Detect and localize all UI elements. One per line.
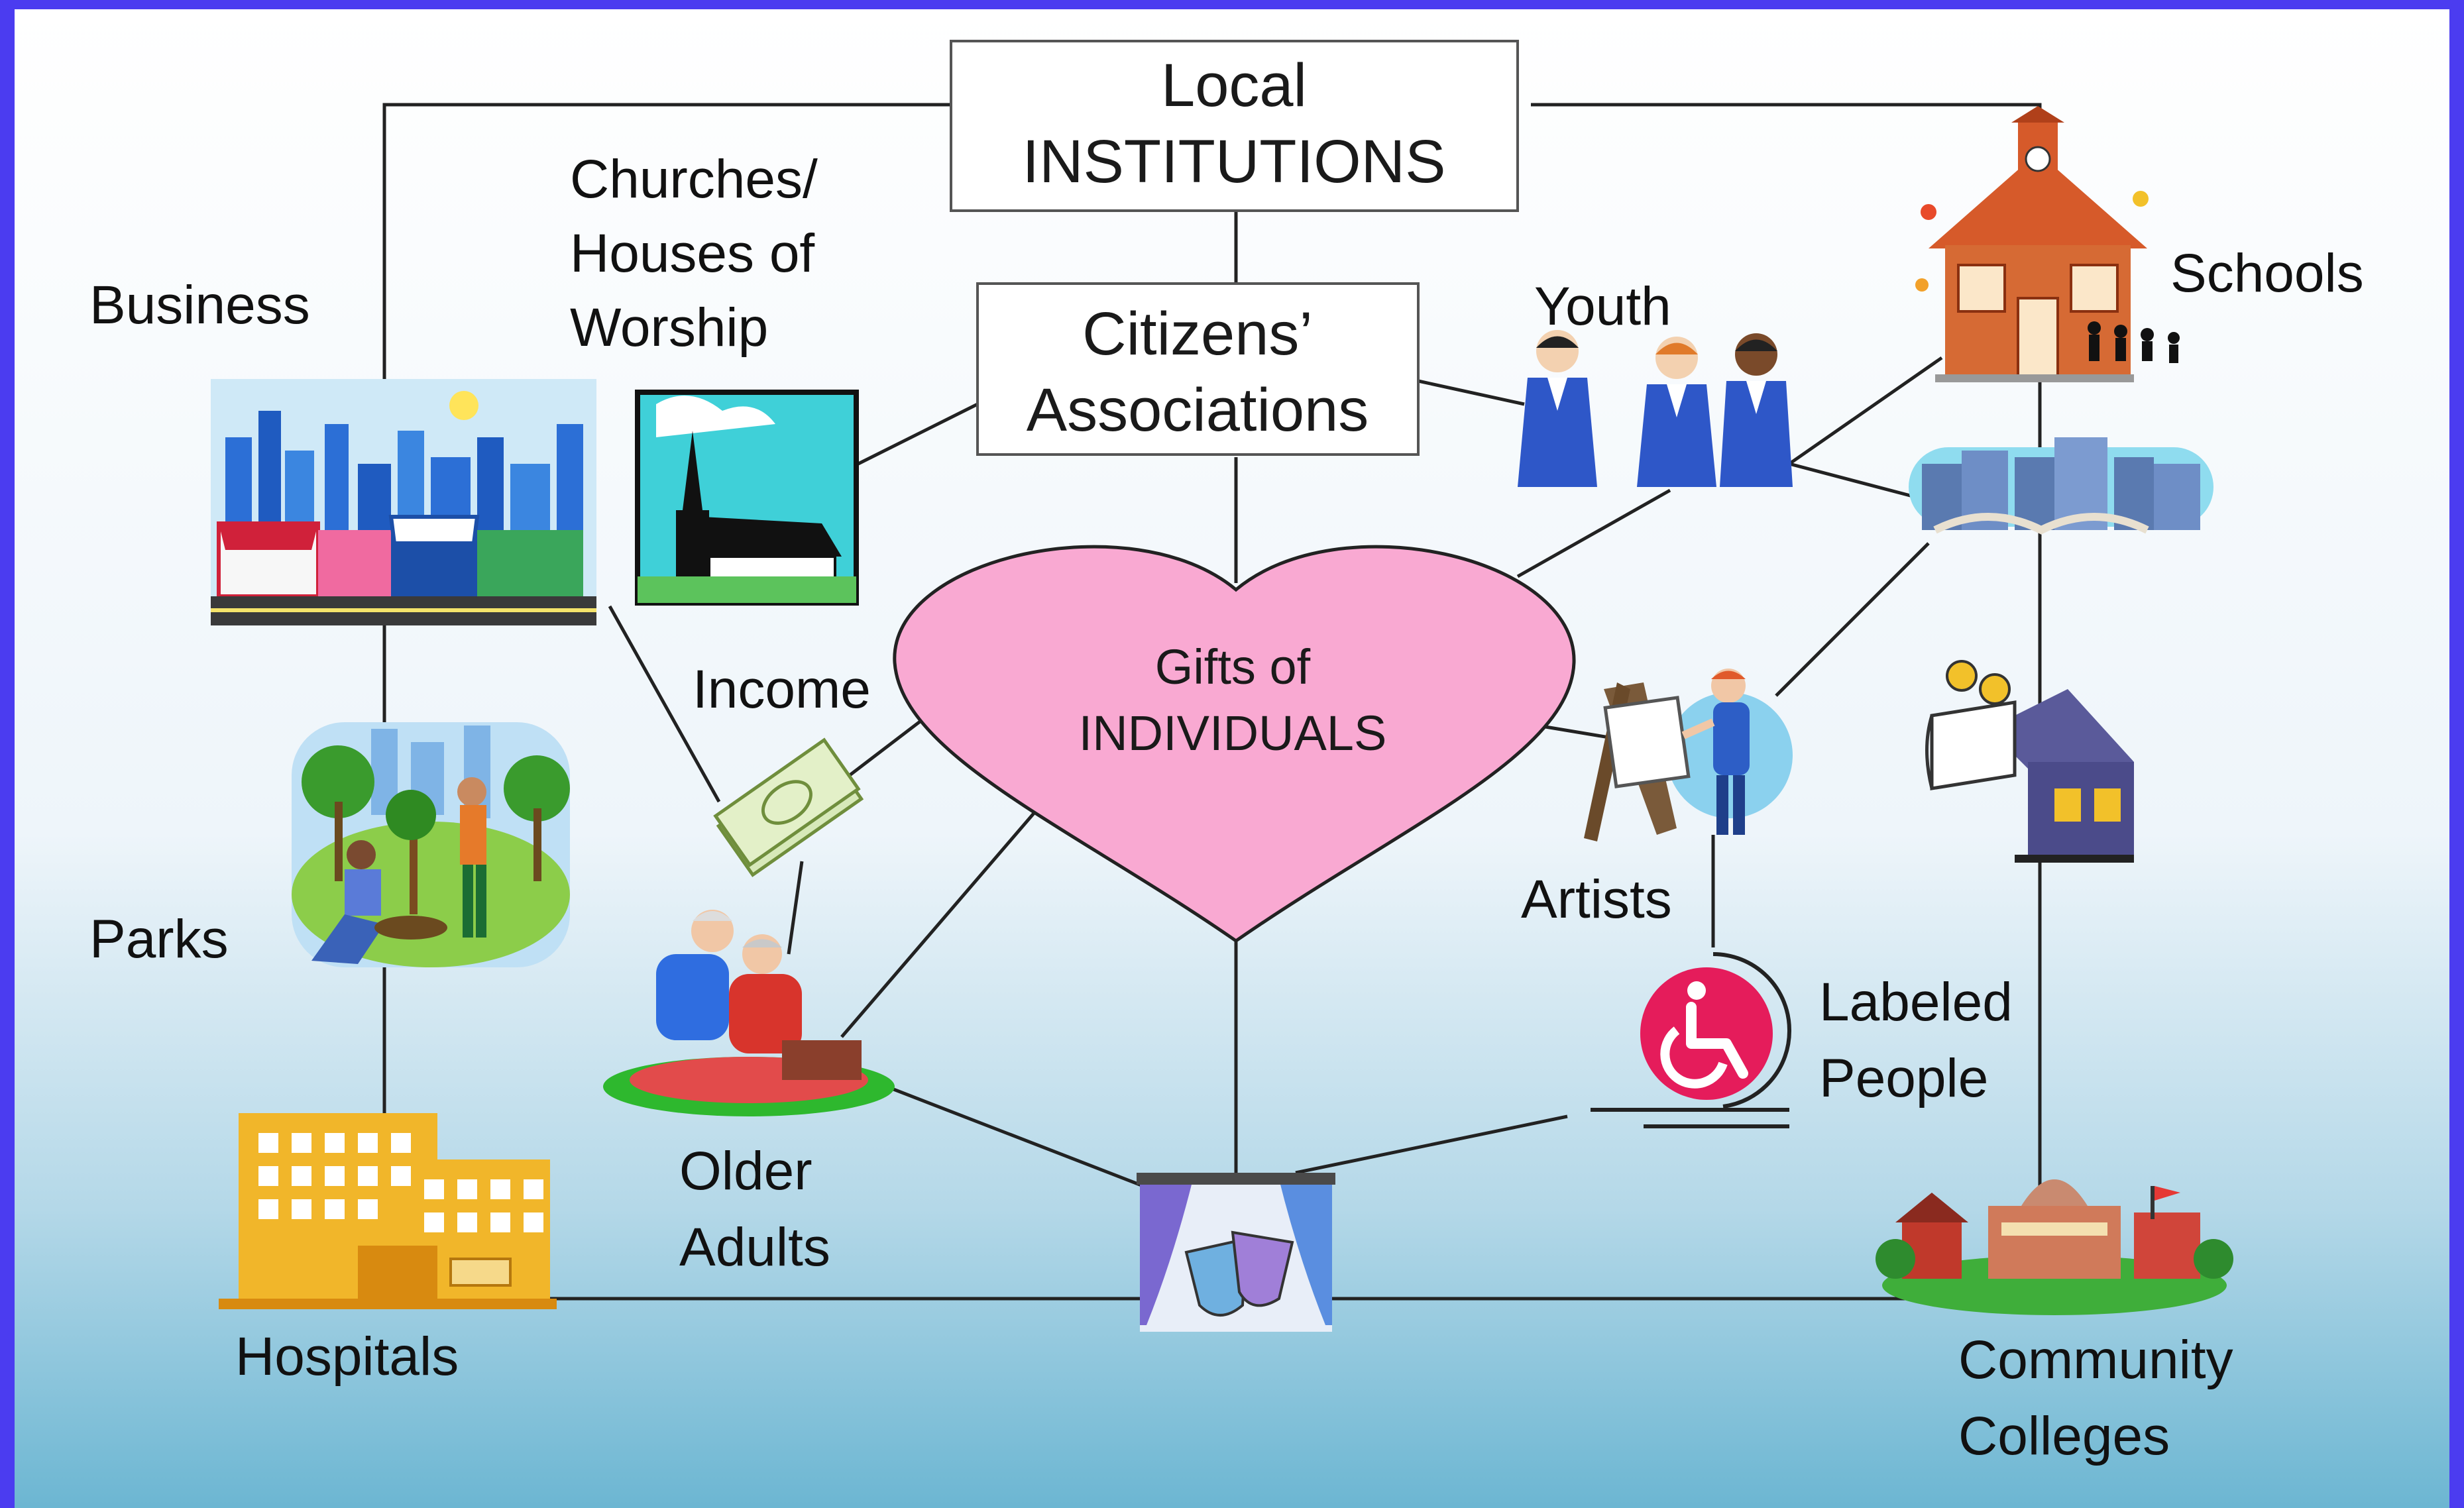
city-skyline-icon: [1909, 437, 2213, 535]
right-frame-line: [1233, 103, 2042, 1301]
park-planting-icon: [292, 722, 570, 967]
heart-line2: INDIVIDUALS: [1079, 706, 1387, 761]
citizens-associations-line2: Associations: [1027, 376, 1369, 444]
hospital-icon: [219, 1113, 557, 1309]
artists-label: Artists: [1521, 869, 1672, 930]
church-icon: [635, 390, 859, 606]
local-institutions-box: Local INSTITUTIONS: [950, 40, 1519, 212]
college-campus-icon: [1876, 1179, 2233, 1315]
youth-label: Youth: [1534, 276, 1671, 337]
labeled-people-label-line1: Labeled: [1819, 972, 2013, 1032]
business-label: Business: [89, 275, 310, 335]
churches-label-line1: Churches/: [570, 149, 818, 209]
churches-label-line3: Worship: [570, 297, 768, 358]
local-institutions-line2: INSTITUTIONS: [1023, 128, 1446, 195]
older-adults-label-line2: Adults: [679, 1217, 830, 1277]
left-frame-line: [382, 103, 1233, 1301]
citizens-associations-line1: Citizens’: [1082, 300, 1313, 368]
youth-to-skyline-line: [1789, 462, 1916, 499]
schools-label: Schools: [2170, 243, 2364, 303]
library-book-icon: [1925, 660, 2134, 863]
older-adults-to-heart-line: [840, 800, 1045, 1038]
labeled-people-label-line2: People: [1819, 1048, 1988, 1108]
churches-label-line2: Houses of: [570, 223, 814, 284]
heart-gifts-of-individuals: Gifts of INDIVIDUALS: [893, 545, 1576, 943]
local-institutions-line1: Local: [1161, 52, 1307, 119]
theater-masks-icon: [1137, 1173, 1335, 1332]
income-label: Income: [693, 659, 871, 720]
wheelchair-icon: [1591, 952, 1792, 1128]
text-labels: Business Churches/ Houses of Worship Par…: [89, 149, 2364, 1466]
associations-to-youth-line: [1418, 379, 1525, 406]
theater-to-wheelchair-line: [1295, 1114, 1568, 1175]
heart-line1: Gifts of: [1155, 639, 1311, 694]
church-to-associations-line: [857, 402, 979, 466]
business-to-income-line: [608, 605, 721, 803]
picnic-couple-icon: [603, 910, 895, 1116]
community-colleges-label-line1: Community: [1958, 1330, 2233, 1390]
citizens-associations-box: Citizens’ Associations: [976, 282, 1420, 456]
schoolhouse-icon: [1915, 106, 2180, 382]
income-to-older-adults-line: [787, 861, 804, 955]
parks-label: Parks: [89, 909, 229, 969]
artist-to-skyline-line: [1775, 542, 1930, 697]
storefront-city-icon: [211, 379, 596, 625]
heart-to-youth-line: [1516, 488, 1671, 578]
community-colleges-label-line2: Colleges: [1958, 1406, 2170, 1466]
painter-easel-icon: [1584, 669, 1793, 841]
connector-lines: [382, 103, 2042, 1301]
older-adults-to-theater-line: [877, 1081, 1144, 1188]
hospitals-label: Hospitals: [235, 1326, 459, 1387]
older-adults-label-line1: Older: [679, 1141, 812, 1201]
heart-to-artist-line: [1537, 724, 1618, 741]
money-stack-icon: [713, 737, 864, 877]
youth-to-schools-line: [1788, 356, 1943, 466]
youth-group-icon: [1518, 330, 1793, 487]
